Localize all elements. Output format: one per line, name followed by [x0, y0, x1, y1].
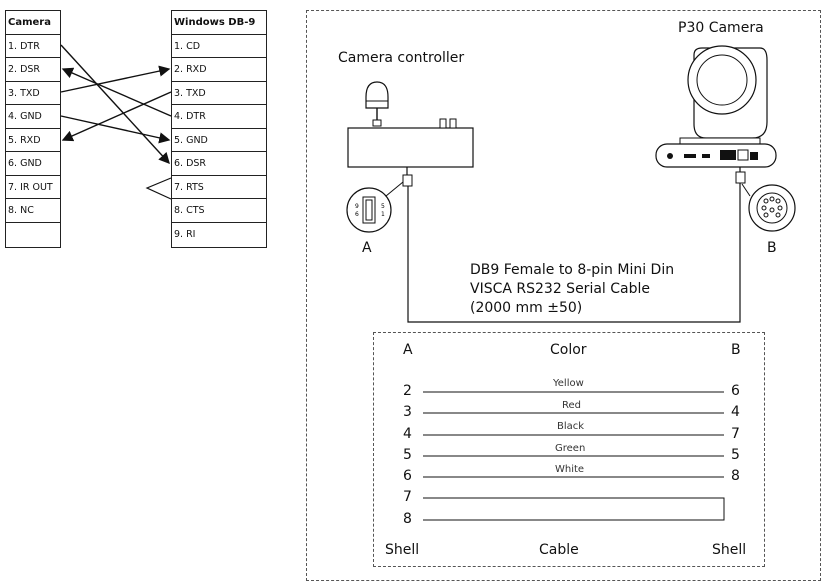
connector-a-label: A — [362, 240, 372, 256]
windows-pin: 8. CTS — [172, 199, 266, 223]
wire-color: Red — [562, 400, 581, 411]
wire-a-pin: 4 — [403, 426, 412, 442]
camera-pin: 5. RXD — [6, 129, 60, 152]
svg-text:1: 1 — [381, 211, 385, 218]
wire-a-pin: 3 — [403, 404, 412, 420]
wire-b-pin: 4 — [731, 404, 740, 420]
controller-body — [347, 127, 474, 168]
wire-b-pin: 6 — [731, 383, 740, 399]
wire-table-panel — [373, 332, 765, 567]
controller-port — [439, 118, 447, 129]
svg-text:6: 6 — [355, 211, 359, 218]
wire-header-color: Color — [550, 342, 587, 358]
db9-connector-icon: 9 6 5 1 — [346, 187, 392, 233]
controller-joystick-icon — [365, 81, 389, 127]
wire-color: White — [555, 464, 585, 475]
windows-pin: 7. RTS — [172, 176, 266, 199]
camera-pin: 4. GND — [6, 105, 60, 129]
camera-pin: 6. GND — [6, 152, 60, 176]
windows-pin: 2. RXD — [172, 58, 266, 82]
wire-color: Yellow — [553, 378, 584, 389]
cable-description: VISCA RS232 Serial Cable — [470, 281, 650, 297]
wire-b-pin: 5 — [731, 447, 740, 463]
windows-pin: 6. DSR — [172, 152, 266, 176]
wire-txd-to-camera-rxd — [61, 91, 172, 142]
camera-pin-column: Camera 1. DTR 2. DSR 3. TXD 4. GND 5. RX… — [5, 10, 61, 248]
wire-b-pin: 8 — [731, 468, 740, 484]
wire-a-pin: 7 — [403, 489, 412, 505]
wire-lines — [423, 391, 725, 521]
wire-b-pin: 7 — [731, 426, 740, 442]
wire-dtr-dsr — [60, 44, 170, 165]
camera-pin: 2. DSR — [6, 58, 60, 82]
wire-a-pin: 8 — [403, 511, 412, 527]
shell-left-label: Shell — [385, 542, 420, 558]
wire-color: Green — [555, 443, 586, 454]
controller-label: Camera controller — [338, 50, 465, 66]
windows-pin: 5. GND — [172, 129, 266, 152]
windows-header: Windows DB-9 — [172, 11, 266, 35]
wire-txd-rxd — [60, 65, 171, 93]
mini-din-plug-icon — [735, 171, 746, 184]
windows-pin: 4. DTR — [172, 105, 266, 129]
camera-label: P30 Camera — [678, 20, 764, 36]
svg-text:9: 9 — [355, 203, 359, 210]
rts-marker — [145, 177, 172, 200]
pinout-table: Camera 1. DTR 2. DSR 3. TXD 4. GND 5. RX… — [5, 10, 267, 248]
wire-a-pin: 6 — [403, 468, 412, 484]
camera-header: Camera — [6, 11, 60, 35]
windows-pin: 3. TXD — [172, 82, 266, 105]
wiring-panel — [306, 10, 821, 581]
wire-a-pin: 5 — [403, 447, 412, 463]
wire-a-pin: 2 — [403, 383, 412, 399]
mini-din-connector-icon — [748, 184, 796, 232]
windows-pin-column: Windows DB-9 1. CD 2. RXD 3. TXD 4. DTR … — [171, 10, 267, 248]
connector-b-label: B — [767, 240, 777, 256]
windows-pin: 9. RI — [174, 228, 196, 240]
windows-pin: 1. CD — [172, 35, 266, 58]
serial-cable — [407, 183, 741, 323]
controller-port — [449, 118, 457, 129]
cable-description: DB9 Female to 8-pin Mini Din — [470, 262, 675, 278]
wire-dtr-to-camera-dsr — [61, 67, 172, 117]
db9-plug-icon — [402, 174, 413, 187]
shell-right-label: Shell — [712, 542, 747, 558]
cable-description: (2000 mm ±50) — [470, 300, 583, 316]
cable-footer-label: Cable — [539, 542, 579, 558]
crossover-wires — [60, 44, 172, 200]
camera-icon — [655, 45, 777, 168]
svg-text:5: 5 — [381, 203, 385, 210]
wire-header-a: A — [403, 342, 413, 358]
camera-pin: 7. IR OUT — [6, 176, 60, 199]
wire-header-b: B — [731, 342, 741, 358]
camera-pin: 3. TXD — [6, 82, 60, 105]
camera-pin: 8. NC — [6, 199, 60, 223]
wire-color: Black — [557, 421, 585, 432]
camera-pin: 1. DTR — [6, 35, 60, 58]
wire-gnd-gnd — [60, 115, 171, 144]
